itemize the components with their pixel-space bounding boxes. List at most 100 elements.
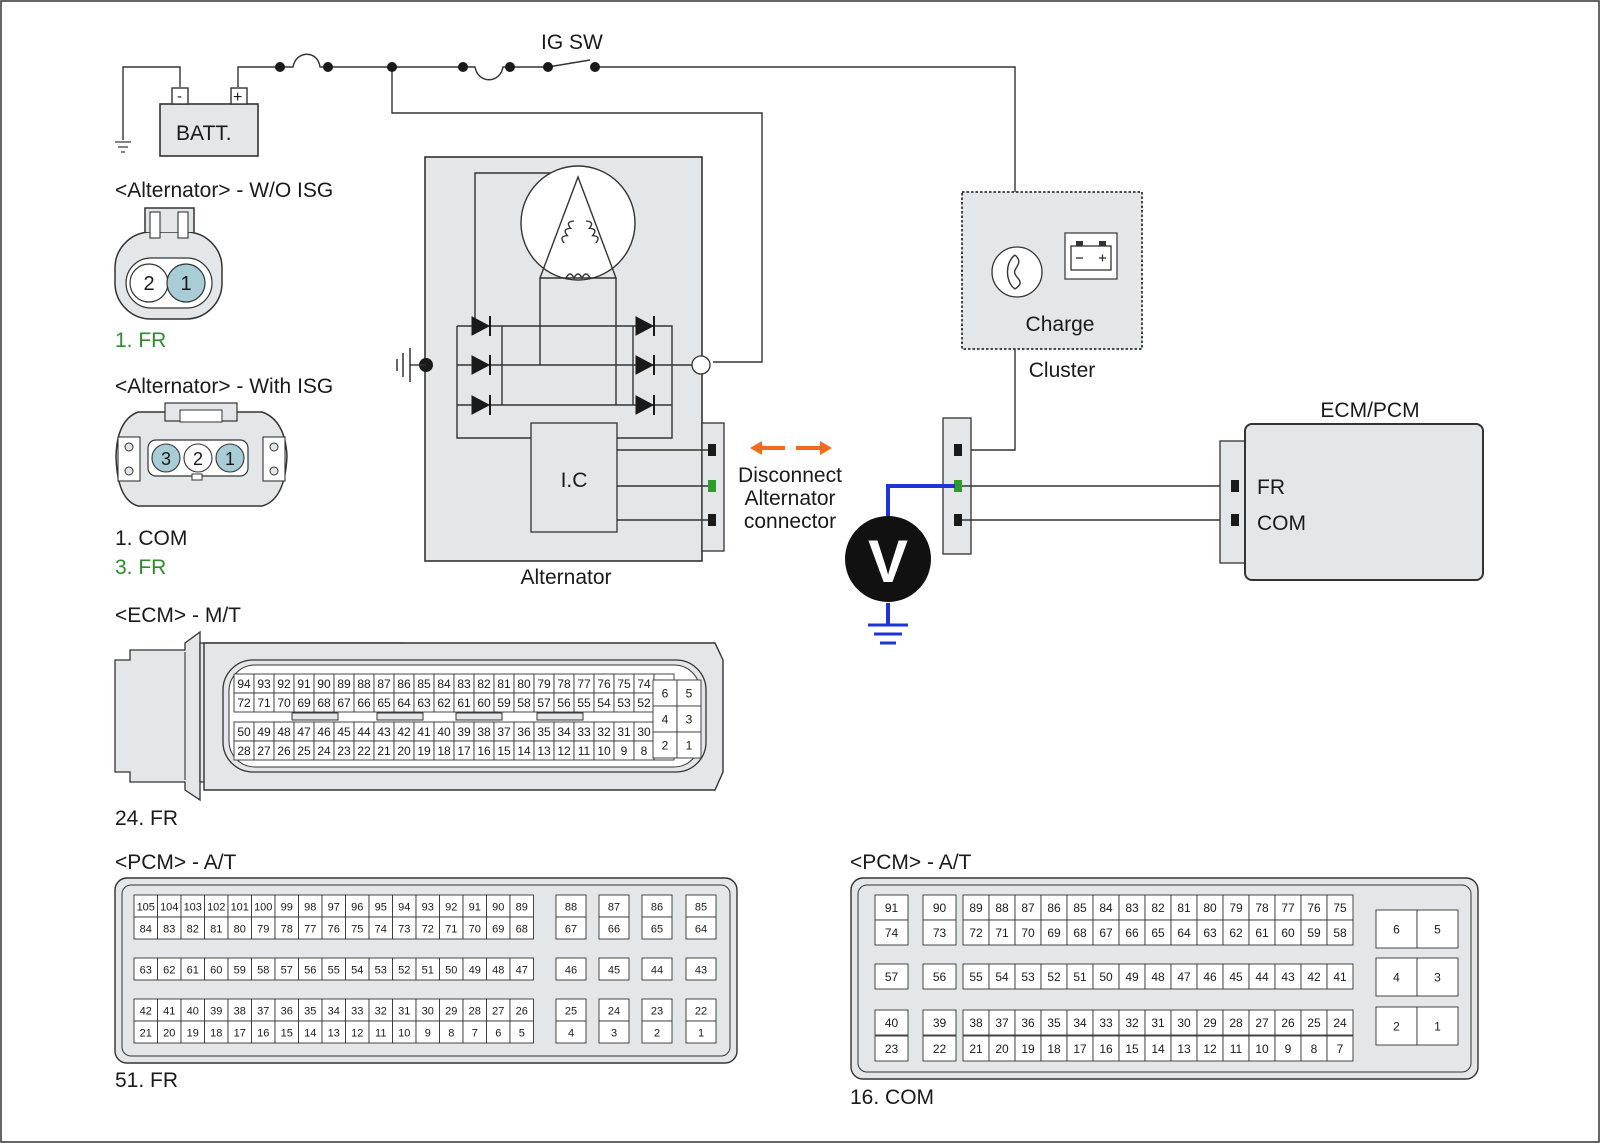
pcm-at-right-pin-label: 86 bbox=[1047, 901, 1061, 915]
pcm-at-left-note: 51. FR bbox=[115, 1069, 178, 1092]
pcm-at-left-pin-label: 77 bbox=[304, 924, 316, 936]
ecm-mt-pin-35: 35 bbox=[533, 721, 555, 742]
pcm-at-left-pin-15: 15 bbox=[274, 1020, 299, 1044]
pcm-at-right-pin-64: 64 bbox=[1170, 919, 1198, 946]
ecm-pcm: FR COM bbox=[1219, 423, 1484, 581]
ecm-mt-pin-26: 26 bbox=[273, 740, 295, 761]
pcm-at-left-pin-label: 69 bbox=[492, 924, 504, 936]
pcm-at-right-pin-19: 19 bbox=[1014, 1035, 1042, 1062]
pcm-at-left-pin-54: 54 bbox=[345, 957, 370, 981]
pcm-at-right-pin-label: 29 bbox=[1203, 1016, 1217, 1030]
pcm-at-left-pin-85: 85 bbox=[685, 894, 717, 918]
pcm-at-right-pin-label: 28 bbox=[1229, 1016, 1243, 1030]
pcm-at-right-pin-82: 82 bbox=[1144, 894, 1172, 921]
ecm-mt-pin-label: 86 bbox=[397, 677, 411, 691]
pcm-at-right-pin-label: 39 bbox=[933, 1016, 947, 1030]
conn-wo-isg-pin-2: 2 bbox=[143, 273, 154, 295]
pcm-at-right-pin-label: 17 bbox=[1073, 1042, 1087, 1056]
ecm-mt-pin-15: 15 bbox=[493, 740, 515, 761]
pcm-at-left-pin-99: 99 bbox=[274, 894, 299, 918]
ecm-mt-pin-label: 44 bbox=[357, 725, 371, 739]
pcm-at-left-pin-label: 99 bbox=[281, 902, 293, 914]
conn-with-isg: 3 2 1 bbox=[115, 402, 288, 507]
pcm-at-left-pin-13: 13 bbox=[321, 1020, 346, 1044]
ecm-mt-pin-6: 6 bbox=[652, 679, 678, 707]
ecm-mt-pin-label: 5 bbox=[686, 687, 693, 701]
pcm-at-right-pin-55: 55 bbox=[962, 963, 990, 990]
pcm-at-right-pin-39: 39 bbox=[922, 1009, 957, 1036]
pcm-at-left-pin-label: 93 bbox=[422, 902, 434, 914]
pcm-at-left-pin-79: 79 bbox=[251, 916, 276, 940]
pcm-at-right-pin-label: 63 bbox=[1203, 926, 1217, 940]
pcm-at-right-pin-label: 50 bbox=[1099, 970, 1113, 984]
pcm-at-left-pin-label: 12 bbox=[351, 1028, 363, 1040]
pcm-at-right-pin-label: 66 bbox=[1125, 926, 1139, 940]
pcm-at-left-pin-label: 91 bbox=[469, 902, 481, 914]
ecm-mt-pin-label: 78 bbox=[557, 677, 571, 691]
ecm-mt-pin-label: 11 bbox=[578, 744, 591, 758]
pcm-at-left-pin-61: 61 bbox=[180, 957, 205, 981]
ecm-mt-pin-label: 52 bbox=[637, 696, 651, 710]
pcm-at-right-pin-17: 17 bbox=[1066, 1035, 1094, 1062]
pcm-at-left-pin-52: 52 bbox=[392, 957, 417, 981]
pcm-at-left-pin-label: 55 bbox=[328, 965, 340, 977]
pcm-at-left-pin-82: 82 bbox=[180, 916, 205, 940]
pcm-at-right-pin-label: 18 bbox=[1047, 1042, 1061, 1056]
pcm-at-left-pin-label: 22 bbox=[695, 1006, 707, 1018]
ecm-mt-pin-label: 74 bbox=[637, 677, 651, 691]
ecm-mt-note: 24. FR bbox=[115, 807, 178, 830]
pcm-at-left-pin-label: 19 bbox=[187, 1028, 199, 1040]
ecm-mt-key-slot bbox=[536, 712, 584, 721]
pcm-at-right-pin-label: 1 bbox=[1434, 1020, 1441, 1034]
ecm-mt-pin-24: 24 bbox=[313, 740, 335, 761]
ecm-mt-pin-86: 86 bbox=[393, 673, 415, 694]
ecm-mt-pin-39: 39 bbox=[453, 721, 475, 742]
pcm-at-left-pin-label: 5 bbox=[519, 1028, 525, 1040]
ecm-mt-pin-2: 2 bbox=[652, 731, 678, 759]
ecm-mt-pin-13: 13 bbox=[533, 740, 555, 761]
pcm-at-left-pin-label: 14 bbox=[304, 1028, 316, 1040]
pcm-at-left-pin-label: 85 bbox=[695, 902, 707, 914]
ecm-mt-pin-label: 18 bbox=[437, 744, 451, 758]
pcm-at-right-pin-81: 81 bbox=[1170, 894, 1198, 921]
ecm-mt-pin-85: 85 bbox=[413, 673, 435, 694]
pcm-at-right-pin-50: 50 bbox=[1092, 963, 1120, 990]
pcm-at-right-pin-60: 60 bbox=[1274, 919, 1302, 946]
pcm-at-left-pin-label: 8 bbox=[448, 1028, 454, 1040]
pcm-at-right-pin-label: 21 bbox=[969, 1042, 983, 1056]
ecm-mt-pin-label: 17 bbox=[457, 744, 471, 758]
voltmeter: V bbox=[845, 484, 955, 645]
pcm-at-left-pin-label: 37 bbox=[257, 1006, 269, 1018]
pcm-at-right-pin-54: 54 bbox=[988, 963, 1016, 990]
ecm-mt-pin-label: 40 bbox=[437, 725, 451, 739]
ecm-mt-pin-label: 70 bbox=[277, 696, 291, 710]
ecm-mt-pin-10: 10 bbox=[593, 740, 615, 761]
pcm-at-right-pin-label: 34 bbox=[1073, 1016, 1087, 1030]
ecm-mt-pin-20: 20 bbox=[393, 740, 415, 761]
pcm-at-right-pin-11: 11 bbox=[1222, 1035, 1250, 1062]
pcm-at-left-pin-label: 46 bbox=[565, 965, 577, 977]
pcm-at-left-pin-label: 70 bbox=[469, 924, 481, 936]
ecm-mt-pin-55: 55 bbox=[573, 692, 595, 713]
pcm-at-left-pin-label: 51 bbox=[422, 965, 434, 977]
pcm-at-right-pin-label: 12 bbox=[1203, 1042, 1217, 1056]
pcm-at-right-pin-38: 38 bbox=[962, 1009, 990, 1036]
pcm-at-right-pin-label: 89 bbox=[969, 901, 983, 915]
pcm-at-left-pin-label: 74 bbox=[375, 924, 387, 936]
ecm-mt-key-slot bbox=[291, 712, 339, 721]
pcm-at-left-pin-35: 35 bbox=[298, 998, 323, 1022]
pcm-at-left-pin-100: 100 bbox=[251, 894, 276, 918]
pcm-at-left-pin-label: 57 bbox=[281, 965, 293, 977]
pcm-at-right-pin-label: 58 bbox=[1333, 926, 1347, 940]
ecm-mt-pin-label: 77 bbox=[577, 677, 591, 691]
pcm-at-right-pin-84: 84 bbox=[1092, 894, 1120, 921]
ecm-mt-pin-33: 33 bbox=[573, 721, 595, 742]
pcm-at-left-pin-label: 23 bbox=[651, 1006, 663, 1018]
ecm-mt-pin-23: 23 bbox=[333, 740, 355, 761]
pcm-at-right-pin-77: 77 bbox=[1274, 894, 1302, 921]
pcm-at-right-pin-6: 6 bbox=[1375, 909, 1418, 949]
pcm-at-right-pin-label: 20 bbox=[995, 1042, 1009, 1056]
pcm-at-left-pin-label: 27 bbox=[492, 1006, 504, 1018]
